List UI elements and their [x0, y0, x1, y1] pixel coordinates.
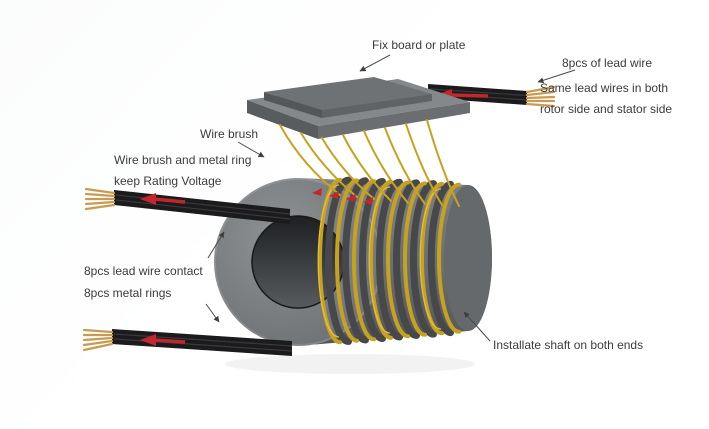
label-same-lead-wires: Same lead wires in both rotor side and s… [540, 78, 672, 120]
leader-shaft [463, 311, 491, 342]
red-arrow-upper-left [140, 193, 186, 205]
label-rating-voltage: Wire brush and metal ring keep Rating Vo… [114, 150, 251, 192]
shaft-end-cap [444, 185, 492, 331]
label-same-lead-line2: rotor side and stator side [540, 102, 673, 116]
label-contact-line1: 8pcs lead wire contact [84, 264, 203, 278]
lead-wire-lower-left [82, 328, 293, 356]
label-rating-line1: Wire brush and metal ring [114, 153, 252, 167]
label-same-lead-line1: Same lead wires in both [540, 81, 669, 95]
wire-brushes [279, 119, 460, 207]
gold-contacts-lower-left [82, 328, 114, 352]
label-fix-board: Fix board or plate [372, 38, 466, 52]
leader-lines [205, 54, 576, 342]
label-rating-line2: keep Rating Voltage [114, 174, 222, 188]
label-install-shaft: Installate shaft on both ends [493, 338, 644, 352]
ground-shadow [225, 354, 475, 374]
red-arrow-lower-left [140, 334, 186, 346]
lead-wire-upper-left [84, 187, 291, 224]
front-ring [214, 178, 382, 346]
leader-contact-lower [205, 303, 220, 323]
label-contact-line2: 8pcs metal rings [84, 286, 172, 300]
label-wire-brush: Wire brush [200, 127, 259, 141]
brush-contact-markers [312, 188, 373, 205]
leader-wire-brush [237, 141, 265, 158]
label-lead-wire-contact: 8pcs lead wire contact 8pcs metal rings [84, 260, 203, 304]
fix-board-plate [247, 77, 470, 139]
gold-contacts-top [525, 85, 556, 108]
leader-contact-upper [207, 231, 225, 259]
gold-contacts-upper-left [84, 187, 116, 211]
leader-fix-board [359, 54, 391, 72]
label-lead-wire: 8pcs of lead wire [562, 56, 653, 70]
leader-lead-wire [537, 69, 576, 84]
